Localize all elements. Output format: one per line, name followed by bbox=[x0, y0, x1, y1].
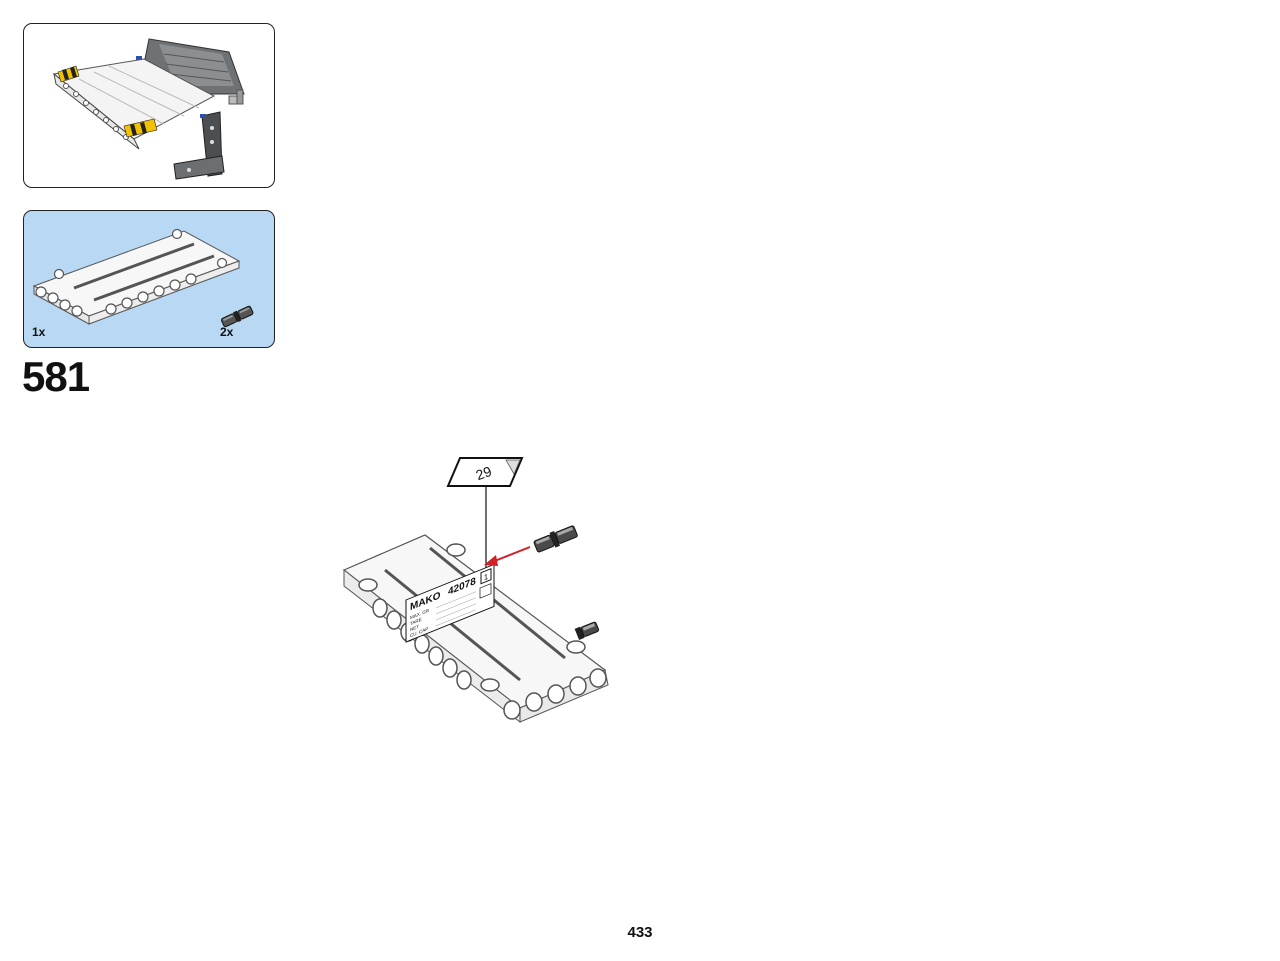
sticker-row: TARE bbox=[410, 617, 422, 627]
connector-pin bbox=[533, 525, 578, 553]
context-assembly-panel bbox=[23, 23, 275, 188]
sticker-number: 29 bbox=[474, 463, 494, 483]
page-number: 433 bbox=[627, 924, 653, 941]
applied-sticker: MAKO 42078 1 MAX. GR TARE NET CU. CAP bbox=[405, 563, 495, 643]
parts-list-panel: 1x 2x bbox=[23, 210, 275, 348]
quantity-label: 1x bbox=[32, 325, 46, 339]
inserted-connector-pin bbox=[574, 621, 600, 641]
build-step-illustration: 29 MAKO 42078 1 MAX. GR TARE NET CU. CAP bbox=[342, 457, 609, 724]
step-number: 581 bbox=[22, 353, 90, 400]
connector-pin-part-icon bbox=[220, 305, 254, 328]
sticker-callout: 29 bbox=[446, 457, 524, 576]
sticker-box-number: 1 bbox=[484, 571, 489, 583]
sticker-row: NET bbox=[410, 624, 419, 632]
assembly-preview-image bbox=[52, 38, 245, 180]
technic-panel-part-icon bbox=[32, 228, 241, 325]
quantity-label: 2x bbox=[220, 325, 234, 339]
insertion-arrow bbox=[484, 546, 531, 566]
